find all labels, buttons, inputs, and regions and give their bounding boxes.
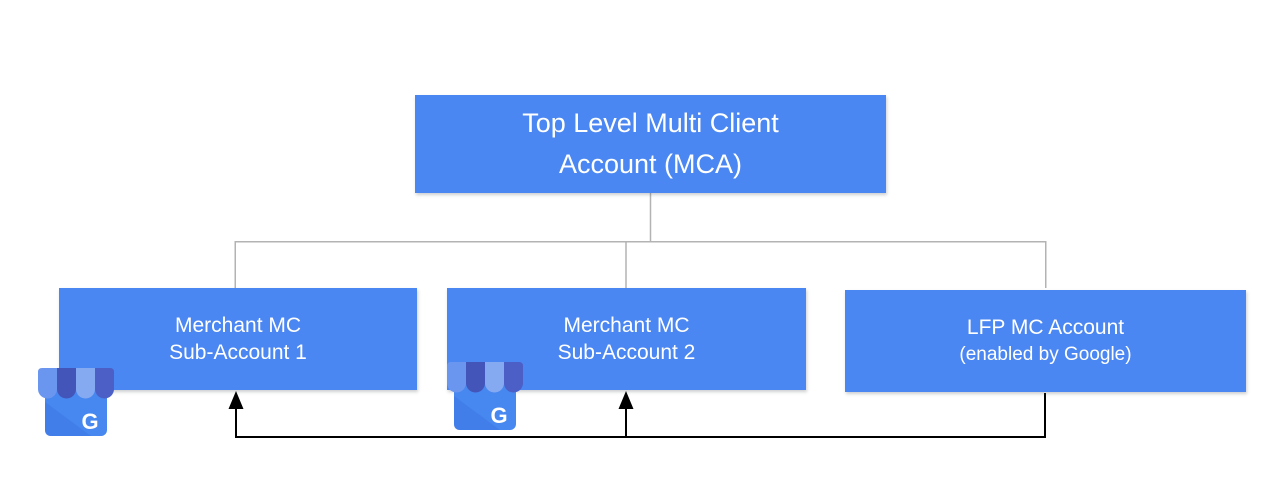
- sub-account-1-label-line2: Sub-Account 1: [169, 341, 307, 364]
- google-g-letter: G: [81, 409, 98, 434]
- sub-account-2-node: Merchant MC Sub-Account 2: [447, 288, 806, 390]
- lfp-label-line1: LFP MC Account: [966, 316, 1125, 339]
- awning-stripe-1: [447, 362, 466, 393]
- sub-account-2-label-line1: Merchant MC: [563, 314, 690, 337]
- storefront-body-fold: [45, 402, 91, 436]
- awning-stripe-3: [76, 368, 95, 399]
- arrowhead-sub-account-2: [618, 391, 634, 409]
- arrowhead-sub-account-1: [228, 391, 244, 409]
- awning-stripe-2: [466, 362, 485, 393]
- sub-account-1-label-line1: Merchant MC: [174, 314, 302, 337]
- awning-stripe-4: [95, 368, 114, 399]
- mca-label-line2: Account (MCA): [558, 149, 743, 179]
- sub-account-2-label-line2: Sub-Account 2: [557, 341, 696, 364]
- tree-connector-line: [234, 193, 1047, 288]
- mca-label-line1: Top Level Multi Client: [522, 108, 779, 138]
- awning-stripe-2: [57, 368, 76, 399]
- feed-arrow-line: [235, 393, 1046, 438]
- awning-stripe-3: [485, 362, 504, 393]
- google-business-icon: G: [38, 368, 114, 436]
- sub-account-1-node: Merchant MC Sub-Account 1: [59, 288, 417, 390]
- lfp-label-line2: (enabled by Google): [959, 344, 1132, 365]
- awning-stripe-1: [38, 368, 57, 399]
- mca-node: Top Level Multi Client Account (MCA): [415, 95, 886, 193]
- google-business-icon: G: [447, 362, 523, 430]
- google-g-letter: G: [490, 403, 507, 428]
- storefront-body-fold: [454, 396, 500, 430]
- lfp-account-node: LFP MC Account (enabled by Google): [845, 290, 1246, 392]
- awning-stripe-4: [504, 362, 523, 393]
